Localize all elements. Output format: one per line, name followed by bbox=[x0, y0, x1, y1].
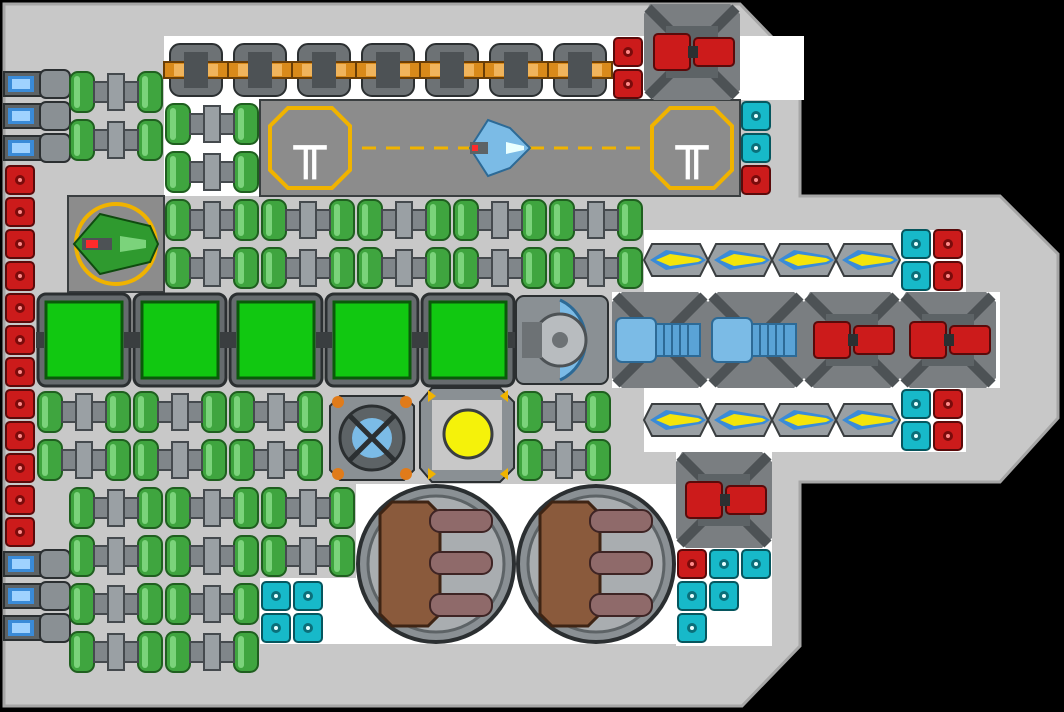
heavy-turret-right[interactable] bbox=[516, 484, 676, 644]
shield-generator[interactable] bbox=[515, 295, 609, 385]
thrusters-top[interactable] bbox=[3, 69, 71, 163]
hangar-runway[interactable]: ╥ ╥ bbox=[259, 99, 741, 197]
landing-pad-marker-left: ╥ bbox=[293, 116, 328, 180]
gyroscope[interactable] bbox=[329, 395, 415, 481]
gatling-guns[interactable] bbox=[612, 292, 804, 388]
landing-pad-marker-right: ╥ bbox=[675, 116, 710, 180]
armor-hangar-right[interactable] bbox=[741, 101, 771, 195]
red-guns-right[interactable] bbox=[804, 292, 996, 388]
red-gun-top[interactable] bbox=[644, 4, 740, 100]
cargo-containers[interactable] bbox=[34, 292, 518, 388]
heavy-turret-left[interactable] bbox=[356, 484, 516, 644]
reactor-core[interactable] bbox=[419, 387, 515, 483]
docked-fighter[interactable] bbox=[468, 118, 532, 178]
fighter-bay[interactable] bbox=[67, 195, 165, 293]
red-gun-lower[interactable] bbox=[676, 452, 772, 548]
thrusters-bottom[interactable] bbox=[3, 549, 71, 643]
